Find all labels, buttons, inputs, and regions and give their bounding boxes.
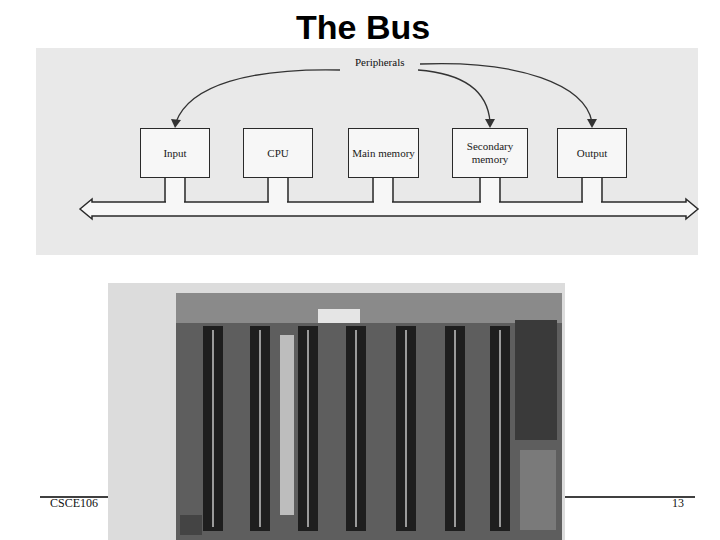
page-number: 13: [672, 496, 684, 511]
box-label: CPU: [267, 147, 288, 160]
slide-title: The Bus: [296, 8, 430, 47]
scan-ground: [36, 48, 698, 255]
peripherals-label: Peripherals: [353, 56, 406, 68]
peripheral-arrows: [176, 64, 592, 122]
component-box: Secondary memory: [452, 128, 528, 178]
component-box: CPU: [243, 128, 313, 178]
box-label: Secondary memory: [453, 140, 527, 165]
motherboard-photo: [108, 283, 565, 540]
box-label: Input: [163, 147, 186, 160]
arrow-heads: [171, 119, 597, 128]
box-label: Output: [577, 147, 608, 160]
component-box: Input: [140, 128, 210, 178]
box-label: Main memory: [352, 147, 415, 160]
component-box: Output: [557, 128, 627, 178]
bus-stems: [165, 176, 602, 204]
course-code: CSCE106: [50, 496, 98, 511]
component-box: Main memory: [348, 128, 419, 178]
